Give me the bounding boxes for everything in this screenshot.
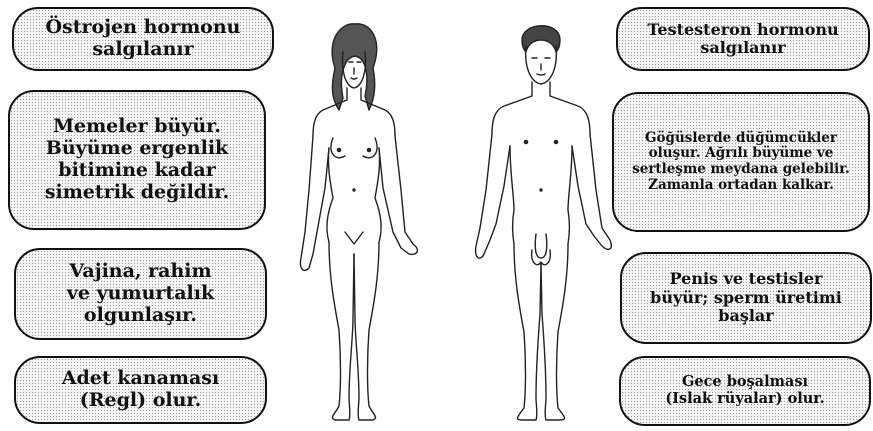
box-testosterone-text: Testesteron hormonu salgılanır bbox=[647, 21, 838, 58]
box-breast-nodules-text: Göğüslerde düğümcükler oluşur. Ağrılı bü… bbox=[632, 131, 850, 193]
box-breast-growth: Memeler büyür. Büyüme ergenlik bitimine … bbox=[8, 90, 266, 230]
box-testosterone: Testesteron hormonu salgılanır bbox=[616, 7, 870, 71]
box-penis-testes: Penis ve testisler büyür; sperm üretimi … bbox=[620, 252, 872, 344]
female-body-outline-icon bbox=[283, 18, 423, 424]
box-menstruation: Adet kanaması (Regl) olur. bbox=[14, 356, 267, 424]
box-nocturnal-emission: Gece boşalması (Islak rüyalar) olur. bbox=[619, 356, 871, 426]
box-nocturnal-emission-text: Gece boşalması (Islak rüyalar) olur. bbox=[665, 374, 824, 407]
box-reproductive-organs-text: Vajina, rahim ve yumurtalık olgunlaşır. bbox=[67, 261, 214, 327]
box-breast-growth-text: Memeler büyür. Büyüme ergenlik bitimine … bbox=[45, 116, 229, 203]
box-reproductive-organs: Vajina, rahim ve yumurtalık olgunlaşır. bbox=[14, 248, 267, 340]
box-estrogen-text: Östrojen hormonu salgılanır bbox=[45, 17, 240, 61]
box-estrogen: Östrojen hormonu salgılanır bbox=[12, 7, 274, 71]
box-penis-testes-text: Penis ve testisler büyür; sperm üretimi … bbox=[650, 270, 842, 325]
box-breast-nodules: Göğüslerde düğümcükler oluşur. Ağrılı bü… bbox=[612, 92, 870, 232]
box-menstruation-text: Adet kanaması (Regl) olur. bbox=[62, 368, 219, 412]
male-body-outline-icon bbox=[466, 14, 616, 424]
